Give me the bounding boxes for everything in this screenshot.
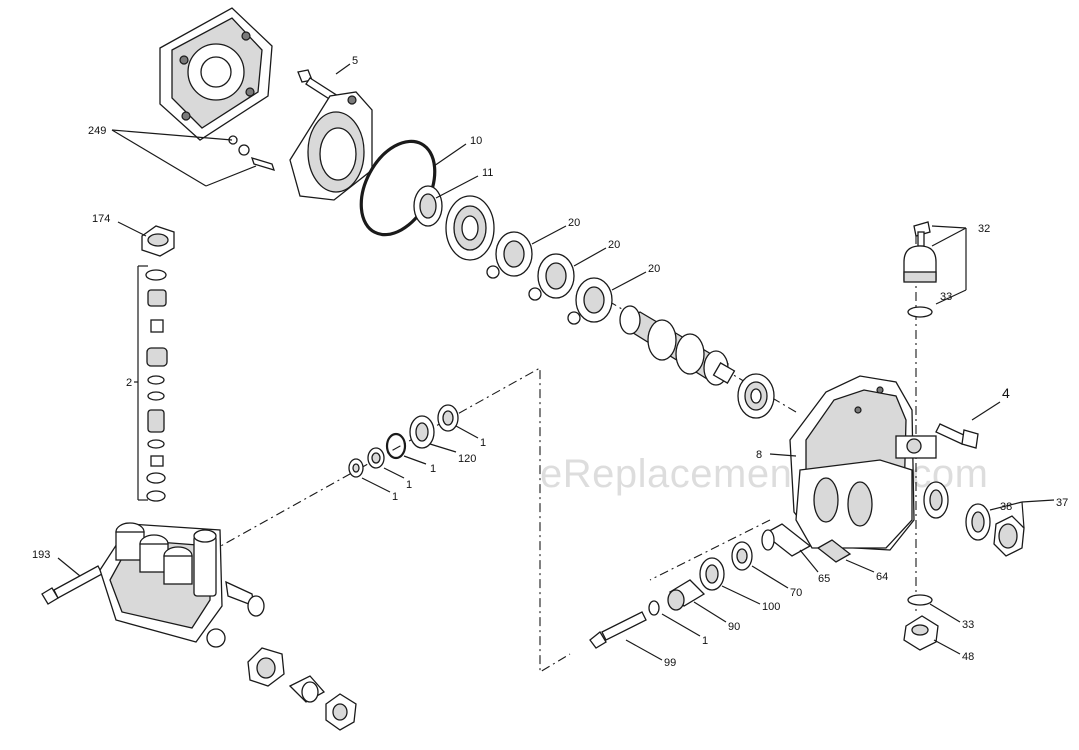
callout-10: 10: [470, 135, 482, 147]
part-65-plunger-guide: [761, 523, 812, 557]
part-20-connecting-rod-1: [486, 231, 533, 279]
callout-20-a: 20: [568, 217, 580, 229]
callout-37: 37: [1056, 497, 1068, 509]
callout-2: 2: [126, 377, 132, 389]
outlet-fitting-nipple: [288, 675, 326, 703]
callout-100: 100: [762, 601, 780, 613]
manifold: [99, 522, 265, 648]
callout-1-e: 1: [702, 635, 708, 647]
callout-90: 90: [728, 621, 740, 633]
callout-11: 11: [482, 167, 493, 179]
callout-64: 64: [876, 571, 888, 583]
callout-5: 5: [352, 55, 358, 67]
part-33-o-ring-top: [907, 306, 933, 318]
callout-labels: 249 5 10 11 20 20 20 174 2 32 33 4 8 1 1…: [32, 55, 1068, 669]
part-37-drain-plug: [993, 515, 1025, 557]
callout-48: 48: [962, 651, 974, 663]
part-70-seal-retainer: [731, 541, 753, 571]
part-174-cap: [141, 225, 175, 257]
callout-99: 99: [664, 657, 676, 669]
ball-bearing-rear: [737, 373, 775, 419]
part-249-flange-plate: [111, 7, 276, 187]
assembly-centerlines: [209, 235, 917, 673]
callout-38: 38: [1000, 501, 1012, 513]
callout-70: 70: [790, 587, 802, 599]
part-1-o-ring-c: [385, 432, 407, 460]
part-1-o-ring-lower: [648, 600, 660, 616]
callout-249: 249: [88, 125, 106, 137]
callout-65: 65: [818, 573, 830, 585]
callout-1-c: 1: [406, 479, 412, 491]
part-11-oil-seal: [413, 185, 443, 227]
part-1-seal-d: [437, 404, 459, 432]
callout-20-b: 20: [608, 239, 620, 251]
crankshaft: [619, 305, 736, 386]
part-64-plunger: [816, 539, 852, 563]
callout-8: 8: [756, 449, 762, 461]
outlet-fitting-nut: [247, 647, 285, 687]
part-32-oil-fill-cap: [903, 221, 937, 283]
part-48-plug: [903, 615, 939, 651]
callout-33-top: 33: [940, 291, 952, 303]
callout-1-a: 1: [480, 437, 486, 449]
callout-33-bottom: 33: [962, 619, 974, 631]
part-120-seal-retainer: [409, 415, 435, 449]
outlet-fitting-cap: [325, 693, 357, 731]
part-100-washer: [699, 557, 725, 591]
ball-bearing-front: [445, 195, 495, 261]
part-4-bolt: [935, 423, 979, 449]
callout-120: 120: [458, 453, 476, 465]
part-1-seal-b-bore: [371, 452, 381, 464]
bearing-carrier: [289, 91, 373, 201]
part-2-valve-assembly: [137, 265, 168, 502]
part-8-crankcase: [789, 375, 949, 551]
callout-4: 4: [1002, 385, 1010, 401]
part-193-bolt: [41, 565, 103, 605]
callout-32: 32: [978, 223, 990, 235]
callout-174: 174: [92, 213, 110, 225]
callout-1-b: 1: [430, 463, 436, 475]
leader-lines: [57, 63, 1055, 661]
part-90-sleeve: [667, 579, 706, 611]
part-20-connecting-rod-2: [528, 253, 575, 301]
part-38-o-ring: [965, 503, 991, 541]
part-99-bolt: [589, 611, 647, 649]
callout-1-d: 1: [392, 491, 398, 503]
part-1-seal-a-bore: [352, 463, 360, 473]
part-20-connecting-rod-3: [567, 277, 613, 325]
callout-193: 193: [32, 549, 50, 561]
part-33-o-ring-bottom: [907, 594, 933, 606]
callout-20-c: 20: [648, 263, 660, 275]
